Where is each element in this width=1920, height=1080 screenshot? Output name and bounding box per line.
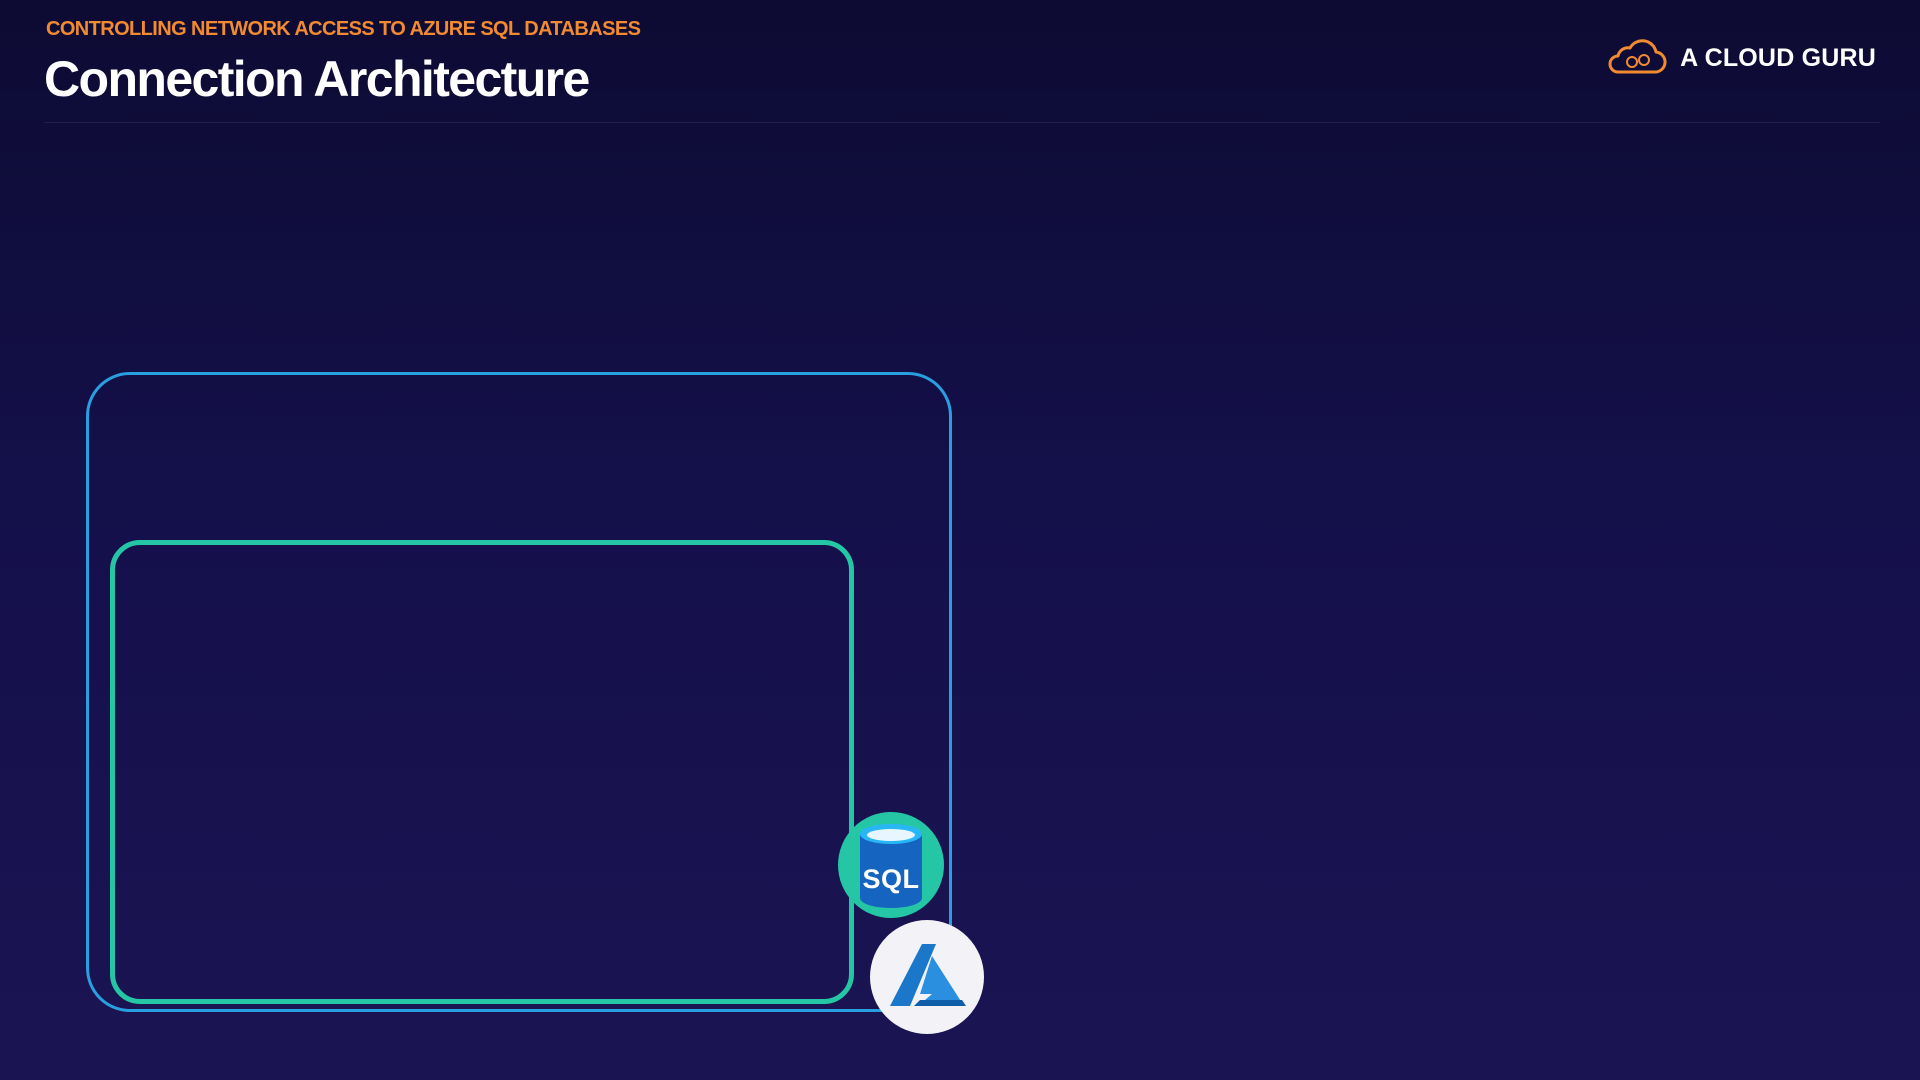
sql-database-badge: SQL <box>838 812 944 918</box>
brand-logo: A CLOUD GURU <box>1604 36 1876 80</box>
slide-header: CONTROLLING NETWORK ACCESS TO AZURE SQL … <box>44 16 1880 123</box>
page-title: Connection Architecture <box>44 51 590 107</box>
sql-label: SQL <box>862 864 920 894</box>
section-eyebrow: CONTROLLING NETWORK ACCESS TO AZURE SQL … <box>46 18 641 40</box>
azure-badge <box>870 920 984 1034</box>
inner-boundary-box <box>110 540 854 1004</box>
azure-logo-icon <box>890 944 966 1006</box>
outer-boundary-box <box>86 372 952 1012</box>
cloud-icon <box>1608 39 1667 74</box>
sql-database-icon <box>860 824 922 908</box>
brand-name: A CLOUD GURU <box>1680 43 1876 72</box>
